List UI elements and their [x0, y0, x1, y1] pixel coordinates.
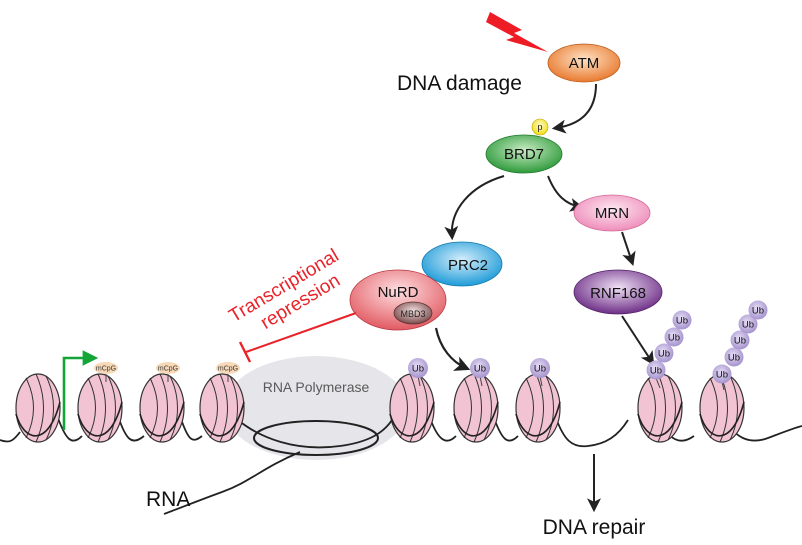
dna-strand — [0, 415, 802, 449]
rnf168-label: RNF168 — [590, 285, 646, 302]
mcpg-label: mCpG — [96, 366, 116, 373]
ub-mark-1: Ub — [408, 358, 428, 387]
arrow-brd7-to-prc2 — [444, 175, 505, 241]
atm-label: ATM — [569, 55, 600, 72]
ub-mark-2: Ub — [470, 358, 490, 387]
mrn-node: MRN — [573, 194, 651, 232]
repression-inhibition-bar — [238, 312, 357, 363]
ub-label: Ub — [676, 316, 688, 327]
phospho-label: p — [537, 122, 542, 132]
arrow-mrn-to-rnf168 — [621, 231, 636, 266]
rna-label: RNA — [146, 488, 190, 511]
rna-polymerase-complex — [224, 356, 408, 460]
mcpg-mark-1: mCpG — [94, 362, 118, 382]
ub-mark-3: Ub — [530, 358, 550, 387]
mbd3-label: MBD3 — [400, 309, 425, 319]
nucleosome-3 — [139, 373, 185, 443]
nucleosome-6 — [453, 373, 499, 443]
ub-label: Ub — [752, 306, 764, 317]
mcpg-mark-2: mCpG — [156, 362, 180, 382]
arrow-brd7-to-mrn — [547, 175, 585, 212]
ub-label: Ub — [734, 336, 746, 347]
arrow-rnf168-to-chromatin — [621, 315, 655, 366]
ub-label: Ub — [474, 364, 486, 375]
nucleosome-8 — [637, 373, 683, 443]
nurd-label: NuRD — [378, 284, 419, 301]
prc2-node: PRC2 — [421, 241, 503, 287]
brd7-node: BRD7 — [485, 134, 563, 174]
atm-node: ATM — [547, 43, 621, 83]
nucleosome-9 — [699, 373, 745, 443]
mcpg-mark-3: mCpG — [216, 362, 240, 382]
ub-label: Ub — [716, 370, 728, 381]
ub-label: Ub — [668, 333, 680, 344]
dna-loop — [253, 420, 379, 456]
ub-label: Ub — [742, 320, 754, 331]
rna-polymerase-label: RNA Polymerase — [263, 379, 370, 395]
arrow-atm-to-brd7 — [551, 83, 597, 134]
dna-damage-label: DNA damage — [397, 72, 522, 95]
rnf168-node: RNF168 — [573, 269, 663, 315]
ub-label: Ub — [658, 349, 670, 360]
nucleosome-5 — [389, 373, 435, 443]
mcpg-label: mCpG — [158, 366, 178, 373]
poly-ub-chain-1: Ub Ub Ub Ub — [646, 310, 692, 389]
transcriptional-repression-label: Transcriptional repression — [226, 245, 344, 334]
mrn-label: MRN — [595, 205, 629, 222]
poly-ub-chain-2: Ub Ub Ub Ub Ub — [712, 300, 768, 391]
mcpg-label: mCpG — [218, 366, 238, 373]
nucleosome-4 — [199, 373, 245, 443]
lightning-bolt-icon — [486, 12, 548, 52]
nucleosome-1 — [15, 373, 61, 443]
dna-repair-label: DNA repair — [543, 516, 646, 539]
nucleosome-2 — [77, 373, 123, 443]
brd7-label: BRD7 — [504, 146, 544, 163]
nucleosome-7 — [515, 373, 561, 443]
ub-label: Ub — [534, 364, 546, 375]
ub-label: Ub — [412, 364, 424, 375]
phosphorylation-badge: p — [531, 118, 549, 136]
arrow-nurd-to-chromatin — [434, 327, 471, 371]
ub-label: Ub — [728, 353, 740, 364]
rna-transcript — [163, 451, 301, 515]
ub-label: Ub — [650, 366, 662, 377]
transcription-start-arrow-icon — [62, 350, 99, 430]
nurd-node: NuRD — [349, 269, 447, 331]
mbd3-node: MBD3 — [393, 301, 433, 325]
prc2-label: PRC2 — [448, 257, 488, 274]
